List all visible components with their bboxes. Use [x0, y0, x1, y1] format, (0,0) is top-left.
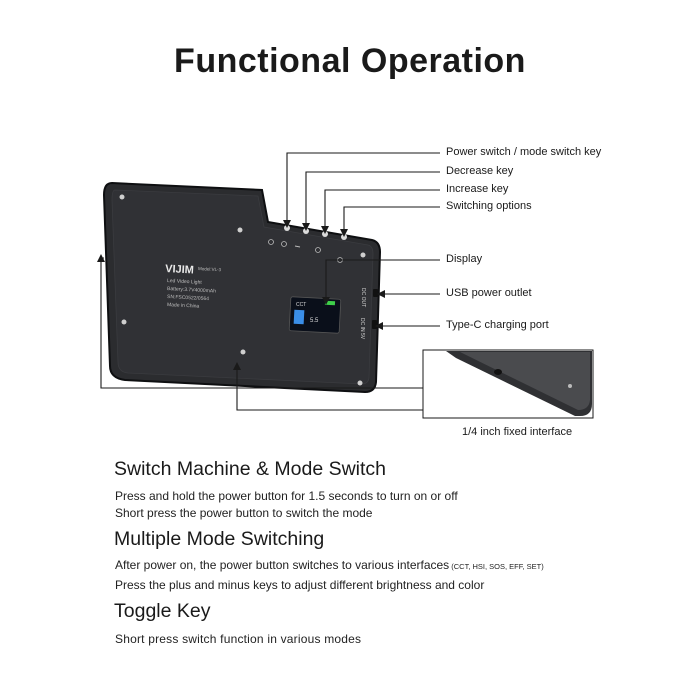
screw-icon: [121, 319, 127, 325]
callout-typec-port: Type-C charging port: [446, 319, 549, 331]
usb-port: [373, 289, 378, 297]
screw-icon: [360, 252, 366, 258]
device-label-line: SN:FSC0522/0564: [167, 294, 209, 302]
mount-hole-icon: [494, 369, 502, 375]
callout-switching-options: Switching options: [446, 200, 532, 212]
callout-lines: [100, 152, 440, 411]
callout-power-switch: Power switch / mode switch key: [446, 146, 602, 158]
device-display: CCT 5.5: [288, 296, 342, 334]
power-icon: [268, 239, 274, 245]
section-heading-power: Switch Machine & Mode Switch: [114, 458, 387, 480]
device-model: Model:VL-3: [198, 266, 222, 272]
callout-display: Display: [446, 253, 483, 265]
display-mode: CCT: [296, 302, 306, 308]
device-label-line: Battery:3.7V4000mAh: [167, 286, 216, 295]
section-power-line-2: Short press the power button to switch t…: [115, 506, 373, 520]
led-light-device: VIJIM Model:VL-3 Led Video Light Battery…: [102, 181, 382, 394]
device-label-line: Led Video Light: [167, 278, 203, 286]
section-power-line-1: Press and hold the power button for 1.5 …: [115, 489, 458, 503]
plus-icon: [315, 247, 321, 253]
section-heading-toggle: Toggle Key: [114, 600, 211, 622]
port-label-dc-out: DC OUT: [360, 288, 366, 307]
section-heading-modes: Multiple Mode Switching: [114, 528, 325, 550]
callout-decrease-key: Decrease key: [446, 165, 514, 177]
callout-increase-key: Increase key: [446, 183, 509, 195]
device-label-line: Made in China: [167, 302, 200, 310]
callout-arrows: [97, 220, 385, 370]
page-title: Functional Operation: [174, 42, 526, 80]
screw-icon: [568, 384, 572, 388]
mount-inset-photo: [422, 349, 594, 419]
typec-port: [372, 320, 377, 329]
callout-mount-interface: 1/4 inch fixed interface: [462, 426, 573, 438]
port-label-dc-in: DC IN 5V: [359, 318, 365, 340]
mode-icon: [281, 241, 287, 247]
modes-line-main: After power on, the power button switche…: [115, 558, 450, 572]
minus-icon: [294, 245, 301, 248]
callout-usb-outlet: USB power outlet: [446, 287, 532, 299]
screw-icon: [357, 380, 363, 386]
device-brand: VIJIM: [165, 263, 194, 276]
screw-icon: [237, 227, 243, 233]
modes-list: (CCT, HSI, SOS, EFF, SET): [449, 562, 544, 571]
section-toggle-line-1: Short press switch function in various m…: [115, 632, 362, 646]
device-diagram: VIJIM Model:VL-3 Led Video Light Battery…: [97, 152, 594, 419]
screw-icon: [240, 349, 246, 355]
section-modes-line-2: Press the plus and minus keys to adjust …: [115, 578, 485, 592]
display-value: 5.5: [310, 318, 319, 324]
section-modes-line-1: After power on, the power button switche…: [115, 558, 544, 572]
screw-icon: [119, 194, 125, 200]
